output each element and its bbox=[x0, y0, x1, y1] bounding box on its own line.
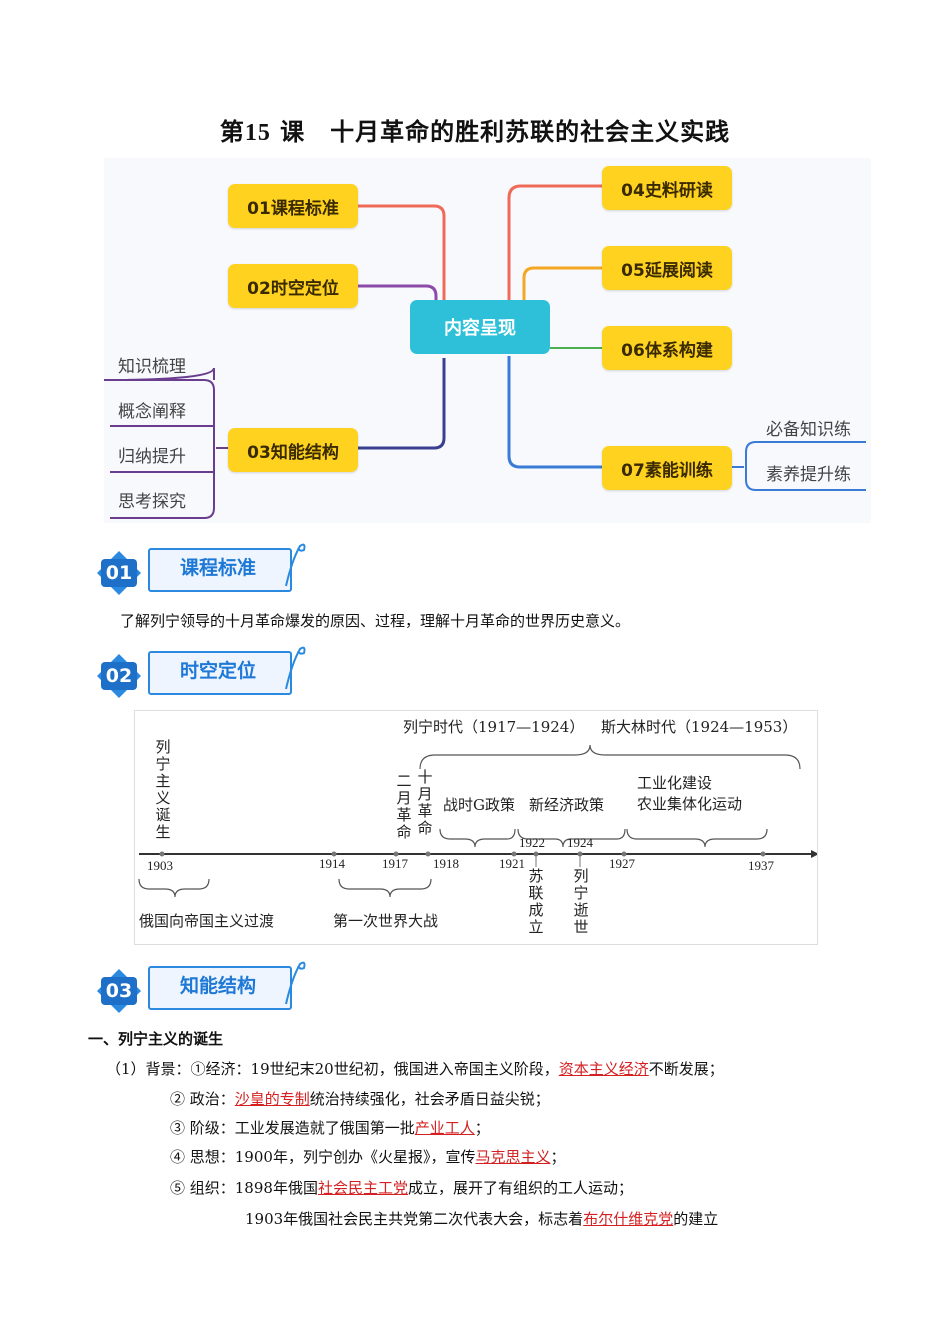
mindmap-node-03: 03知能结构 bbox=[228, 428, 358, 472]
text-segment: ； bbox=[550, 1148, 566, 1166]
section-badge-icon bbox=[97, 969, 141, 1013]
era-stalin: 斯大林时代（1924—1953） bbox=[601, 718, 798, 736]
mindmap-node-07: 07素能训练 bbox=[602, 446, 732, 490]
section-number: 03 bbox=[105, 980, 133, 1002]
section-label: 知能结构 bbox=[179, 975, 256, 997]
text-segment: 不断发展； bbox=[648, 1060, 724, 1078]
label-october-revolution: 十月革命 bbox=[417, 768, 433, 837]
section-header-01: 01 课程标准 bbox=[96, 540, 311, 598]
tick-label-year: 1927 bbox=[609, 856, 635, 871]
label-february-revolution: 二月革命 bbox=[396, 772, 412, 841]
text-segment: ④ 思想：1900年，列宁创办《火星报》，宣传 bbox=[170, 1148, 476, 1166]
mindmap-leaf: 素养提升练 bbox=[766, 465, 851, 485]
label-collectivization: 农业集体化运动 bbox=[637, 795, 743, 813]
highlight-term: 社会民主工党 bbox=[317, 1179, 408, 1197]
mindmap-leaf: 概念阐释 bbox=[118, 402, 186, 422]
label-world-war-one: 第一次世界大战 bbox=[333, 912, 439, 930]
mindmap-leaf: 必备知识练 bbox=[766, 420, 851, 440]
text-segment: ⑤ 组织：1898年俄国 bbox=[170, 1179, 318, 1197]
label-leninism-birth: 列宁主义诞生 bbox=[155, 738, 171, 841]
label-industrialization: 工业化建设 bbox=[637, 774, 713, 792]
section-number: 02 bbox=[105, 665, 133, 687]
era-lenin: 列宁时代（1917—1924） bbox=[403, 718, 585, 736]
label-imperialism-transition: 俄国向帝国主义过渡 bbox=[139, 912, 275, 930]
highlight-term: 布尔什维克党 bbox=[583, 1210, 674, 1228]
label-war-communism: 战时G政策 bbox=[443, 796, 515, 814]
background-thought: ④ 思想：1900年，列宁创办《火星报》，宣传马克思主义； bbox=[170, 1146, 565, 1167]
background-congress: 1903年俄国社会民主共党第二次代表大会，标志着布尔什维克党的建立 bbox=[245, 1208, 718, 1229]
background-economy: （1）背景：①经济：19世纪末20世纪初，俄国进入帝国主义阶段，资本主义经济不断… bbox=[106, 1058, 724, 1079]
background-organization: ⑤ 组织：1898年俄国社会民主工党成立，展开了有组织的工人运动； bbox=[170, 1177, 633, 1198]
text-segment: 的建立 bbox=[673, 1210, 719, 1228]
tick-label-year: 1914 bbox=[319, 856, 345, 871]
text-segment: （1）背景：①经济：19世纪末20世纪初，俄国进入帝国主义阶段， bbox=[106, 1060, 559, 1078]
mindmap-node-06: 06体系构建 bbox=[602, 326, 732, 370]
label-ussr-founded: 苏联成立 bbox=[528, 867, 544, 936]
section-label: 课程标准 bbox=[179, 557, 256, 579]
text-segment: 成立，展开了有组织的工人运动； bbox=[407, 1179, 633, 1197]
mindmap-leaf: 思考探究 bbox=[118, 492, 186, 512]
course-standard-text: 了解列宁领导的十月革命爆发的原因、过程，理解十月革命的世界历史意义。 bbox=[120, 612, 631, 630]
text-segment: ③ 阶级：工业发展造就了俄国第一批 bbox=[170, 1119, 415, 1137]
scroll-curl-icon bbox=[285, 961, 306, 1005]
title-text: 课 十月革命的胜利苏联的社会主义实践 bbox=[280, 118, 731, 146]
text-segment: ② 政治： bbox=[170, 1090, 235, 1108]
tick-label-year: 1917 bbox=[382, 856, 408, 871]
highlight-term: 产业工人 bbox=[414, 1119, 475, 1137]
mindmap-center-node: 内容呈现 bbox=[410, 300, 550, 354]
tick-label-year: 1937 bbox=[748, 858, 774, 873]
mindmap-node-01: 01课程标准 bbox=[228, 184, 358, 228]
section-label: 时空定位 bbox=[179, 660, 256, 682]
mindmap-node-04: 04史料研读 bbox=[602, 166, 732, 210]
highlight-term: 马克思主义 bbox=[475, 1148, 551, 1166]
section-badge-icon bbox=[97, 654, 141, 698]
background-politics: ② 政治：沙皇的专制统治持续强化，社会矛盾日益尖锐； bbox=[170, 1088, 550, 1109]
section-header-03: 03 知能结构 bbox=[96, 958, 311, 1016]
mindmap-node-05: 05延展阅读 bbox=[602, 246, 732, 290]
scroll-curl-icon bbox=[285, 646, 306, 690]
mindmap-leaf: 归纳提升 bbox=[118, 447, 186, 467]
section-label-box bbox=[148, 651, 292, 695]
text-segment: ； bbox=[474, 1119, 490, 1137]
tick-label-year: 1924 bbox=[567, 835, 593, 850]
content-mindmap: 内容呈现 01课程标准 02时空定位 03知能结构 04史料研读 05延展阅读 … bbox=[104, 158, 871, 523]
background-class: ③ 阶级：工业发展造就了俄国第一批产业工人； bbox=[170, 1117, 490, 1138]
label-new-economic-policy: 新经济政策 bbox=[529, 796, 605, 814]
tick-label-year: 1918 bbox=[433, 856, 459, 871]
mindmap-connectors bbox=[104, 184, 866, 519]
text-segment: 统治持续强化，社会矛盾日益尖锐； bbox=[309, 1090, 550, 1108]
title-lesson-number: 15 bbox=[244, 120, 271, 146]
title-prefix: 第 bbox=[219, 118, 245, 146]
highlight-term: 沙皇的专制 bbox=[234, 1090, 310, 1108]
scroll-curl-icon bbox=[285, 543, 306, 587]
section-label-box bbox=[148, 548, 292, 592]
heading-leninism-birth: 一、列宁主义的诞生 bbox=[88, 1030, 224, 1048]
section-number: 01 bbox=[105, 562, 133, 584]
tick-label-year: 1903 bbox=[147, 858, 173, 873]
section-badge-icon bbox=[97, 551, 141, 595]
mindmap-leaf: 知识梳理 bbox=[118, 357, 186, 377]
highlight-term: 资本主义经济 bbox=[558, 1060, 649, 1078]
label-lenin-death: 列宁逝世 bbox=[573, 867, 589, 936]
timeline-lines bbox=[138, 744, 817, 898]
tick-label-year: 1922 bbox=[519, 835, 545, 850]
section-header-02: 02 时空定位 bbox=[96, 643, 311, 701]
timeline-figure: 列宁时代（1917—1924） 斯大林时代（1924—1953） 列宁主义诞生 … bbox=[134, 710, 818, 945]
page-title: 第15 课 十月革命的胜利苏联的社会主义实践 bbox=[0, 112, 950, 147]
mindmap-node-02: 02时空定位 bbox=[228, 264, 358, 308]
text-segment: 1903年俄国社会民主共党第二次代表大会，标志着 bbox=[245, 1210, 584, 1228]
tick-label-year: 1921 bbox=[499, 856, 525, 871]
